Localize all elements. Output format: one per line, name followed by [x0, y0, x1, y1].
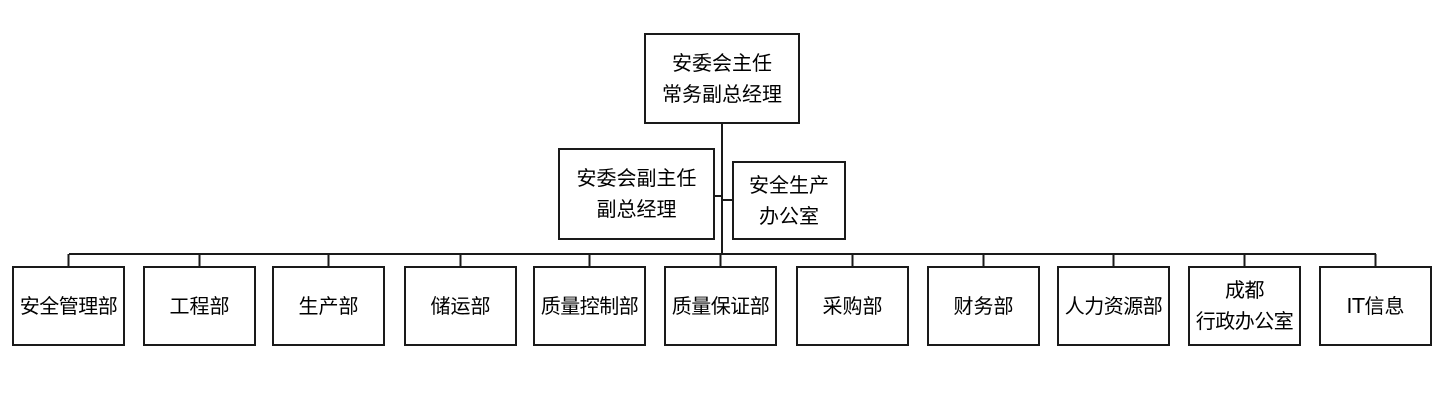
department-box-quality-assurance: 质量保证部: [664, 266, 777, 346]
department-box-safety-management: 安全管理部: [12, 266, 125, 346]
department-box-procurement: 采购部: [796, 266, 909, 346]
department-box-it: IT信息: [1319, 266, 1432, 346]
department-label: 生产部: [298, 293, 359, 318]
department-label: 工程部: [169, 293, 230, 318]
department-label: 人力资源部: [1064, 293, 1163, 318]
department-box-finance: 财务部: [927, 266, 1040, 346]
vice-chairman-box: 安委会副主任 副总经理: [558, 148, 715, 240]
department-label: IT信息: [1346, 293, 1405, 318]
safety-office-box: 安全生产 办公室: [732, 161, 846, 240]
department-box-production: 生产部: [272, 266, 385, 346]
department-box-engineering: 工程部: [143, 266, 256, 346]
chairman-role: 常务副总经理: [662, 81, 782, 106]
department-drops: [67, 254, 1377, 266]
department-box-chengdu-admin-office: 成都 行政办公室: [1188, 266, 1301, 346]
department-label: 安全管理部: [19, 293, 118, 318]
department-label: 采购部: [822, 293, 883, 318]
department-label: 质量保证部: [671, 293, 770, 318]
department-label-line2: 行政办公室: [1195, 309, 1294, 333]
department-label-line1: 成都: [1225, 278, 1265, 302]
department-label: 质量控制部: [540, 293, 639, 318]
safety-office-line2: 办公室: [759, 203, 819, 228]
department-box-storage-transport: 储运部: [404, 266, 517, 346]
chairman-title: 安委会主任: [672, 50, 772, 75]
department-label: 储运部: [430, 293, 491, 318]
vice-chairman-title: 安委会副主任: [576, 166, 697, 190]
vice-chairman-role: 副总经理: [596, 197, 677, 221]
department-box-human-resources: 人力资源部: [1057, 266, 1170, 346]
chairman-box: 安委会主任 常务副总经理: [644, 33, 800, 124]
department-box-quality-control: 质量控制部: [533, 266, 646, 346]
safety-office-line1: 安全生产: [749, 172, 829, 197]
department-label: 财务部: [953, 293, 1014, 318]
